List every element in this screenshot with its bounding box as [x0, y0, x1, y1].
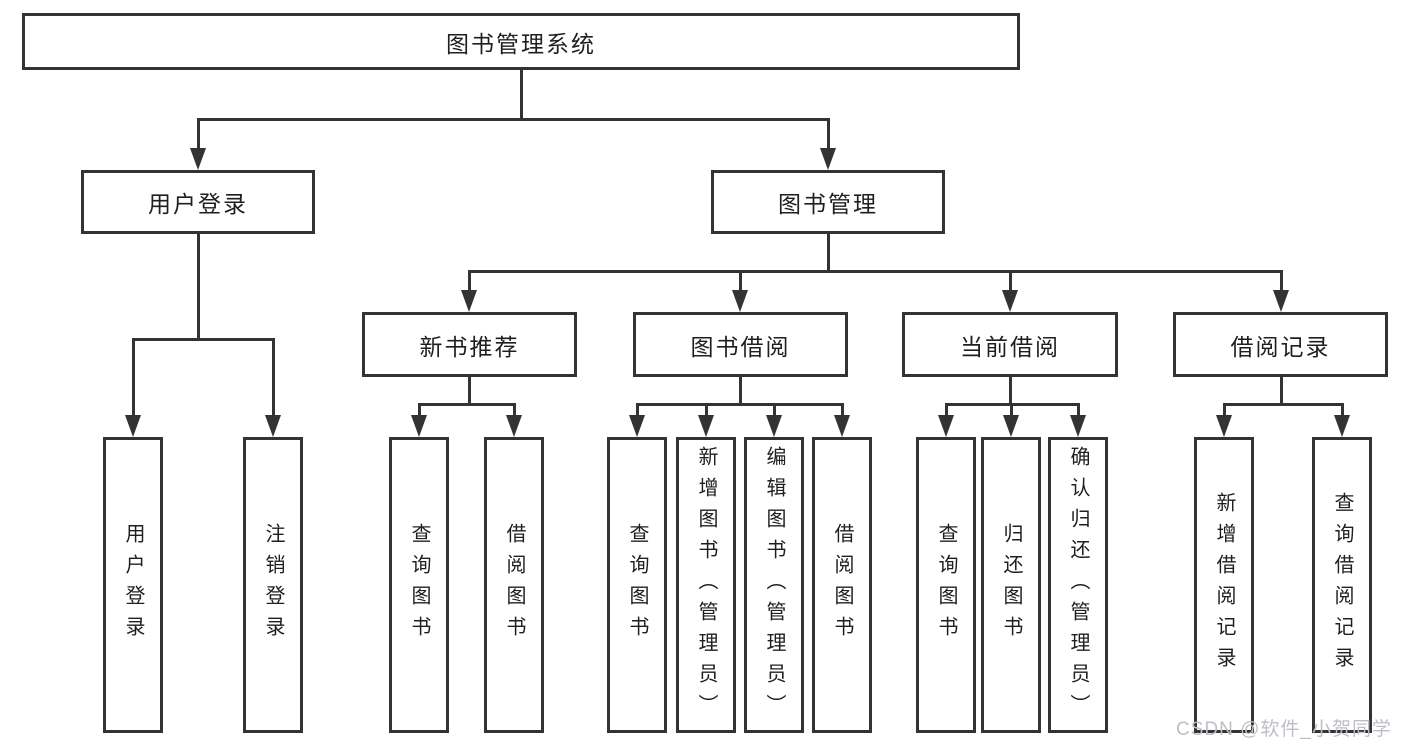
arrowhead-icon [698, 415, 714, 437]
arrowhead-icon [820, 148, 836, 170]
connector-drop [636, 403, 639, 417]
connector-drop [272, 338, 275, 417]
connector-drop [1341, 403, 1344, 417]
connector-drop [468, 270, 471, 292]
arrowhead-icon [1070, 415, 1086, 437]
node-current-borrowing: 当前借阅 [902, 312, 1118, 377]
arrowhead-icon [125, 415, 141, 437]
arrowhead-icon [506, 415, 522, 437]
arrowhead-icon [265, 415, 281, 437]
arrowhead-icon [834, 415, 850, 437]
connector-stem [520, 70, 523, 121]
connector-drop [513, 403, 516, 417]
arrowhead-icon [732, 290, 748, 312]
arrowhead-icon [1273, 290, 1289, 312]
leaf-borrow-books-recommend: 借阅图书 [484, 437, 544, 733]
node-user-login: 用户登录 [81, 170, 315, 234]
connector-drop [1009, 270, 1012, 292]
leaf-query-books-recommend: 查询图书 [389, 437, 449, 733]
leaf-add-books-admin: 新增图书（管理员） [676, 437, 736, 733]
leaf-borrow-books: 借阅图书 [812, 437, 872, 733]
leaf-confirm-return-admin: 确认归还（管理员） [1048, 437, 1108, 733]
arrowhead-icon [411, 415, 427, 437]
arrowhead-icon [190, 148, 206, 170]
connector-drop [705, 403, 708, 417]
connector-drop [418, 403, 421, 417]
connector-stem [739, 377, 742, 406]
leaf-return-books: 归还图书 [981, 437, 1041, 733]
leaf-query-borrow-record: 查询借阅记录 [1312, 437, 1372, 733]
connector-drop [1077, 403, 1080, 417]
leaf-user-login: 用户登录 [103, 437, 163, 733]
node-borrowing-records: 借阅记录 [1173, 312, 1388, 377]
arrowhead-icon [461, 290, 477, 312]
connector-drop [132, 338, 135, 417]
connector-rail [1223, 403, 1344, 406]
arrowhead-icon [1334, 415, 1350, 437]
watermark: CSDN @软件_小贺同学 [1176, 719, 1392, 740]
arrowhead-icon [1216, 415, 1232, 437]
connector-drop [773, 403, 776, 417]
connector-rail [468, 270, 1283, 273]
connector-rail [418, 403, 516, 406]
leaf-query-books-borrow: 查询图书 [607, 437, 667, 733]
connector-drop [945, 403, 948, 417]
connector-drop [739, 270, 742, 292]
leaf-logout: 注销登录 [243, 437, 303, 733]
connector-rail [132, 338, 275, 341]
leaf-edit-books-admin: 编辑图书（管理员） [744, 437, 804, 733]
arrowhead-icon [1003, 415, 1019, 437]
connector-stem [1009, 377, 1012, 406]
leaf-query-books-current: 查询图书 [916, 437, 976, 733]
connector-drop [841, 403, 844, 417]
connector-drop [827, 118, 830, 150]
connector-rail [636, 403, 844, 406]
connector-drop [1010, 403, 1013, 417]
connector-drop [1280, 270, 1283, 292]
leaf-add-borrow-record: 新增借阅记录 [1194, 437, 1254, 733]
connector-stem [197, 234, 200, 341]
connector-stem [827, 234, 830, 273]
arrowhead-icon [938, 415, 954, 437]
connector-stem [1280, 377, 1283, 406]
connector-drop [1223, 403, 1226, 417]
node-book-borrowing: 图书借阅 [633, 312, 848, 377]
connector-rail [197, 118, 830, 121]
node-new-book-recommend: 新书推荐 [362, 312, 577, 377]
node-library-management-system: 图书管理系统 [22, 13, 1020, 70]
connector-stem [468, 377, 471, 406]
connector-drop [197, 118, 200, 150]
arrowhead-icon [766, 415, 782, 437]
arrowhead-icon [629, 415, 645, 437]
node-book-management: 图书管理 [711, 170, 945, 234]
arrowhead-icon [1002, 290, 1018, 312]
